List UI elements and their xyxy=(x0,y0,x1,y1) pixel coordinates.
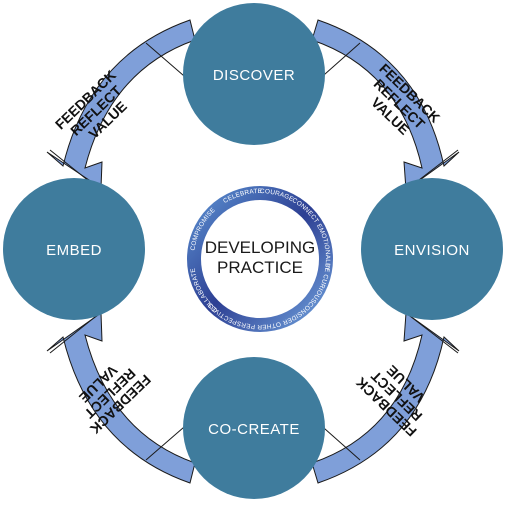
node-discover: DISCOVER xyxy=(183,3,325,145)
arrow-bottom-left: FEEDBACK REFLECT VALUE xyxy=(46,312,196,484)
arrow-top-right: FEEDBACK REFLECT VALUE xyxy=(311,19,460,191)
arrow-bottom-right: FEEDBACK REFLECT VALUE xyxy=(311,312,460,484)
node-envision: ENVISION xyxy=(361,178,503,320)
node-envision-label: ENVISION xyxy=(394,242,470,259)
node-embed: EMBED xyxy=(3,178,145,320)
node-cocreate-label: CO-CREATE xyxy=(208,421,300,438)
center-title-line2: PRACTICE xyxy=(217,258,303,277)
node-cocreate: CO-CREATE xyxy=(183,357,325,499)
arrow-top-left: FEEDBACK REFLECT VALUE xyxy=(46,19,196,191)
node-embed-label: EMBED xyxy=(46,242,102,259)
center-title-line1: DEVELOPING xyxy=(205,238,316,257)
node-discover-label: DISCOVER xyxy=(213,67,295,84)
center-ring: COMPROMISE CELEBRATE COURAGE CONNECT EMO… xyxy=(187,186,333,332)
